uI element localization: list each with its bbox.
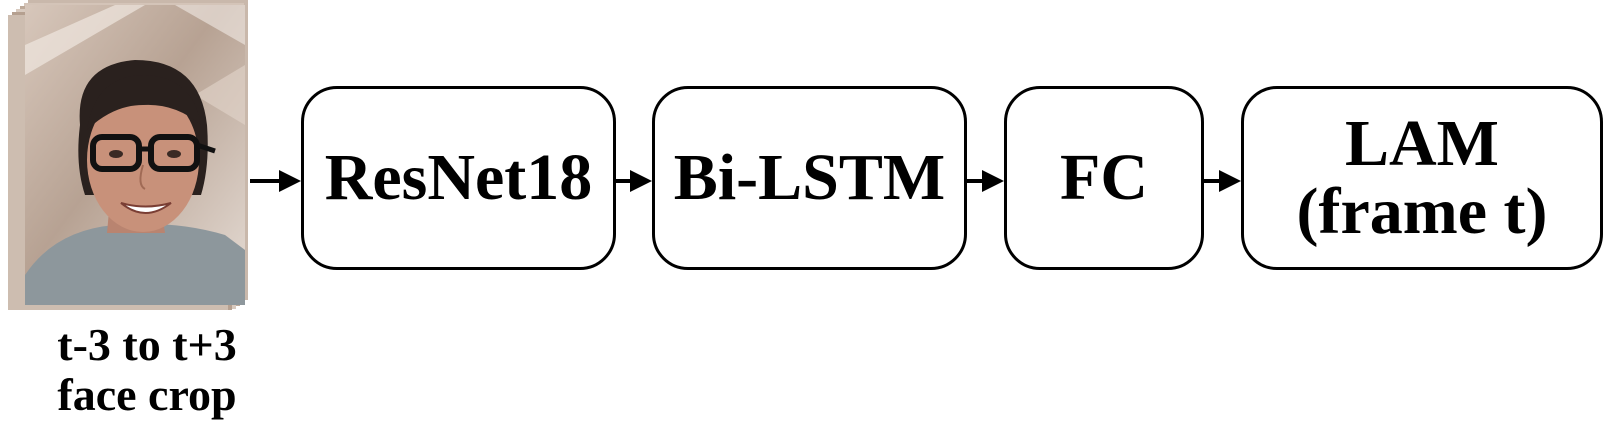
input-caption-line1: t-3 to t+3 xyxy=(57,319,237,370)
bilstm-label: Bi-LSTM xyxy=(673,141,946,214)
lam-label-line1: LAM xyxy=(1345,107,1499,180)
lam-block: LAM (frame t) xyxy=(1241,86,1603,270)
input-caption: t-3 to t+3 face crop xyxy=(0,320,294,420)
fc-label: FC xyxy=(1060,141,1148,214)
input-caption-line2: face crop xyxy=(57,369,237,420)
fc-block: FC xyxy=(1004,86,1204,270)
front-face-frame xyxy=(25,5,245,305)
resnet18-block: ResNet18 xyxy=(301,86,616,270)
resnet18-label: ResNet18 xyxy=(324,141,593,214)
lam-label-line2: (frame t) xyxy=(1296,175,1548,248)
bilstm-block: Bi-LSTM xyxy=(652,86,967,270)
face-crop-stack xyxy=(0,0,260,310)
